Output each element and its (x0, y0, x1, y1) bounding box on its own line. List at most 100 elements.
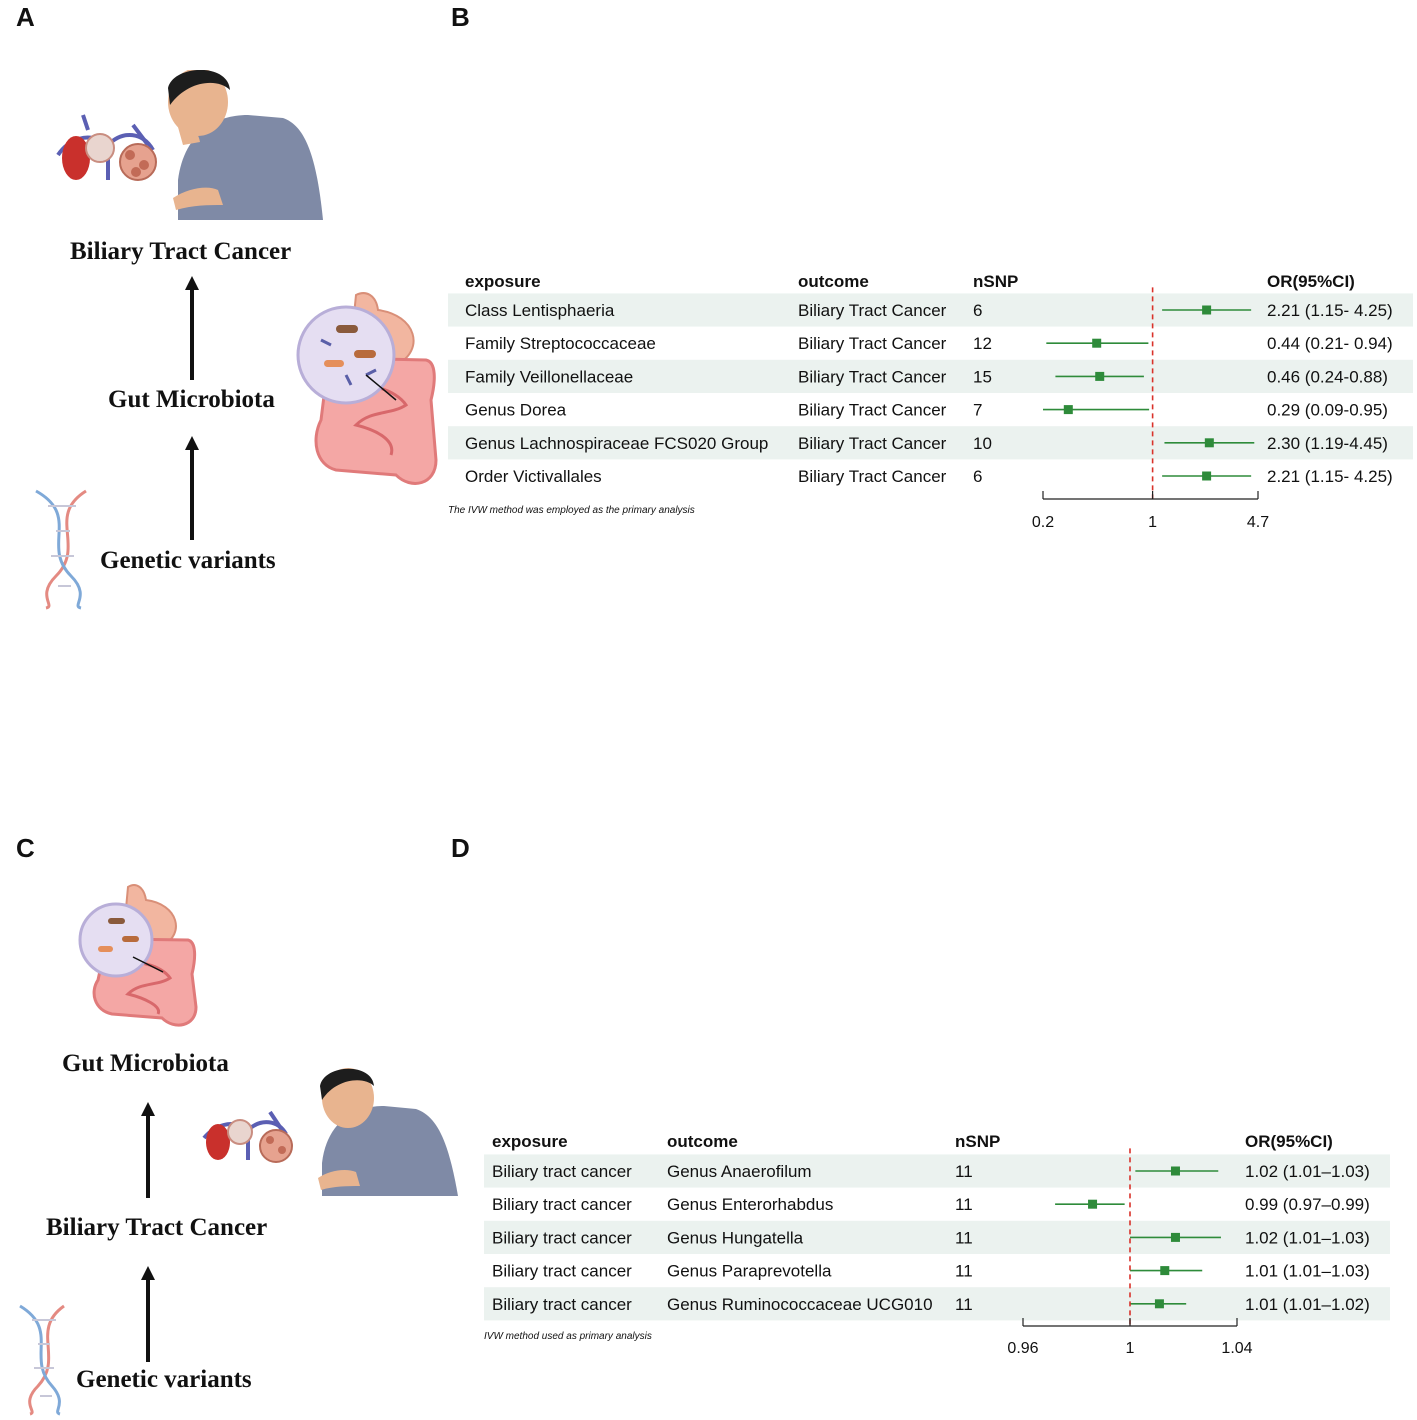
gut-illustration-a (296, 292, 438, 485)
panel-letter-b: B (451, 2, 470, 32)
point-estimate (1092, 338, 1102, 348)
column-header: outcome (667, 1132, 738, 1151)
point-estimate (1088, 1199, 1098, 1209)
outcome-cell: Genus Enterorhabdus (667, 1195, 833, 1214)
exposure-cell: Biliary tract cancer (492, 1262, 632, 1281)
nsnp-cell: 11 (955, 1295, 973, 1314)
panel-letter-c: C (16, 833, 35, 863)
point-estimate (1095, 371, 1105, 381)
nsnp-cell: 11 (955, 1162, 973, 1181)
or-ci-cell: 2.30 (1.19-4.45) (1267, 434, 1388, 453)
exposure-cell: Genus Dorea (465, 401, 567, 420)
outcome-cell: Genus Ruminococcaceae UCG010 (667, 1295, 933, 1314)
outcome-cell: Genus Anaerofilum (667, 1162, 812, 1181)
row-band (448, 359, 1413, 393)
x-tick-label: 1 (1126, 1340, 1135, 1357)
or-ci-cell: 2.21 (1.15- 4.25) (1267, 301, 1393, 320)
row-band (448, 293, 1413, 327)
or-ci-cell: 1.02 (1.01–1.03) (1245, 1228, 1370, 1247)
label-genetic-variants-a: Genetic variants (100, 547, 276, 574)
label-gut-microbiota-a: Gut Microbiota (108, 386, 275, 413)
point-estimate (1202, 471, 1212, 481)
dna-illustration-c (19, 1304, 65, 1416)
panel-letter-a: A (16, 2, 35, 32)
arrow-up-a1 (185, 276, 199, 380)
panel-letter-d: D (451, 833, 470, 863)
x-tick-label: 4.7 (1247, 514, 1269, 531)
gut-illustration-c (78, 884, 198, 1027)
x-tick-label: 0.96 (1007, 1340, 1038, 1357)
nsnp-cell: 12 (973, 334, 992, 353)
column-header: exposure (465, 272, 541, 291)
exposure-cell: Class Lentisphaeria (465, 301, 615, 320)
bacteria-icon (296, 305, 397, 405)
point-estimate (1154, 1299, 1164, 1309)
outcome-cell: Biliary Tract Cancer (798, 434, 947, 453)
nsnp-cell: 11 (955, 1262, 973, 1281)
or-ci-cell: 0.46 (0.24-0.88) (1267, 367, 1388, 386)
nsnp-cell: 10 (973, 434, 992, 453)
exposure-cell: Biliary tract cancer (492, 1228, 632, 1247)
column-header: OR(95%CI) (1267, 272, 1355, 291)
bacteria-icon (78, 902, 164, 978)
dna-helix-icon (35, 489, 87, 610)
exposure-cell: Biliary tract cancer (492, 1295, 632, 1314)
row-band (484, 1154, 1390, 1188)
outcome-cell: Biliary Tract Cancer (798, 467, 947, 486)
x-tick-label: 1 (1148, 514, 1157, 531)
outcome-cell: Genus Hungatella (667, 1228, 804, 1247)
nsnp-cell: 15 (973, 367, 992, 386)
or-ci-cell: 2.21 (1.15- 4.25) (1267, 467, 1393, 486)
arrow-up-c2 (141, 1266, 155, 1362)
label-biliary-tract-cancer-a: Biliary Tract Cancer (70, 238, 292, 265)
column-header: OR(95%CI) (1245, 1132, 1333, 1151)
label-genetic-variants-c: Genetic variants (76, 1366, 252, 1393)
biliary-organ-icon (202, 1110, 293, 1163)
label-gut-microbiota-c: Gut Microbiota (62, 1050, 229, 1077)
point-estimate (1170, 1166, 1180, 1176)
exposure-cell: Family Veillonellaceae (465, 367, 633, 386)
point-estimate (1160, 1266, 1170, 1276)
or-ci-cell: 0.44 (0.21- 0.94) (1267, 334, 1393, 353)
nsnp-cell: 6 (973, 301, 982, 320)
arrow-up-c1 (141, 1102, 155, 1198)
exposure-cell: Family Streptococcaceae (465, 334, 656, 353)
patient-illustration-c (202, 1068, 458, 1196)
biliary-organ-icon (56, 114, 157, 181)
or-ci-cell: 1.01 (1.01–1.02) (1245, 1295, 1370, 1314)
point-estimate (1063, 405, 1073, 415)
outcome-cell: Biliary Tract Cancer (798, 367, 947, 386)
or-ci-cell: 1.01 (1.01–1.03) (1245, 1262, 1370, 1281)
outcome-cell: Biliary Tract Cancer (798, 334, 947, 353)
exposure-cell: Biliary tract cancer (492, 1162, 632, 1181)
footnote: IVW method used as primary analysis (484, 1331, 652, 1342)
or-ci-cell: 0.99 (0.97–0.99) (1245, 1195, 1370, 1214)
column-header: exposure (492, 1132, 568, 1151)
x-tick-label: 1.04 (1221, 1340, 1252, 1357)
exposure-cell: Order Victivallales (465, 467, 602, 486)
label-biliary-tract-cancer-c: Biliary Tract Cancer (46, 1214, 268, 1241)
sick-person-icon (168, 70, 323, 220)
dna-helix-icon (19, 1304, 65, 1416)
column-header: outcome (798, 272, 869, 291)
arrow-up-a2 (185, 436, 199, 540)
row-band (484, 1287, 1390, 1321)
outcome-cell: Genus Paraprevotella (667, 1262, 832, 1281)
point-estimate (1202, 305, 1212, 315)
exposure-cell: Genus Lachnospiraceae FCS020 Group (465, 434, 768, 453)
column-header: nSNP (973, 272, 1018, 291)
outcome-cell: Biliary Tract Cancer (798, 401, 947, 420)
or-ci-cell: 0.29 (0.09-0.95) (1267, 401, 1388, 420)
nsnp-cell: 11 (955, 1195, 973, 1214)
dna-illustration-a (35, 489, 87, 610)
point-estimate (1204, 438, 1214, 448)
nsnp-cell: 6 (973, 467, 982, 486)
footnote: The IVW method was employed as the prima… (448, 505, 695, 516)
row-band (484, 1220, 1390, 1254)
column-header: nSNP (955, 1132, 1000, 1151)
x-tick-label: 0.2 (1032, 514, 1054, 531)
outcome-cell: Biliary Tract Cancer (798, 301, 947, 320)
sick-person-icon (318, 1068, 458, 1196)
